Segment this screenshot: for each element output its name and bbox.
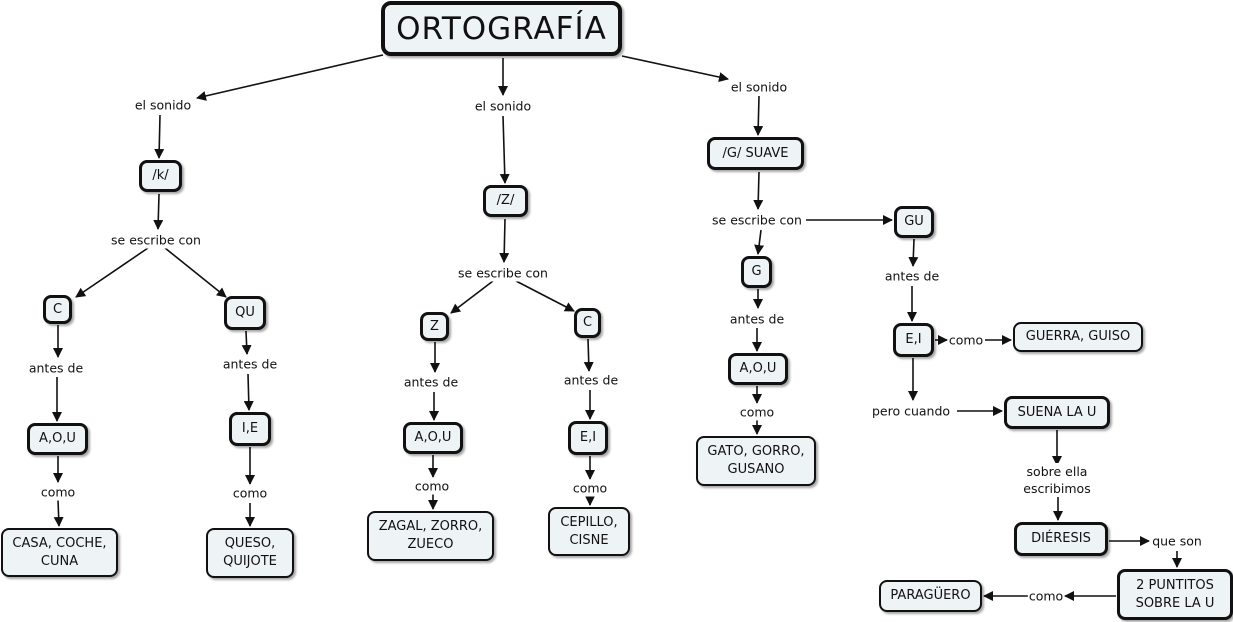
connector-arrow bbox=[154, 114, 165, 159]
concept-node-ex-gato[interactable]: GATO, GORRO, GUSANO bbox=[696, 436, 816, 486]
link-label-escribe2: se escribe con bbox=[457, 264, 549, 282]
link-label-sonido3: el sonido bbox=[729, 78, 789, 96]
connector-arrow bbox=[499, 218, 510, 263]
link-label-como4: como bbox=[571, 479, 609, 497]
link-label-sobre: sobre ella escribimos bbox=[1022, 463, 1092, 497]
concept-node-suena[interactable]: SUENA LA U bbox=[1004, 396, 1110, 429]
link-label-antes4: antes de bbox=[562, 371, 620, 389]
link-label-antes5: antes de bbox=[728, 310, 786, 328]
connector-arrow bbox=[908, 238, 919, 267]
concept-node-ex-casa[interactable]: CASA, COCHE, CUNA bbox=[1, 528, 118, 577]
concept-node-paraguero[interactable]: PARAGÜERO bbox=[879, 580, 982, 612]
connector-arrow bbox=[196, 54, 384, 101]
link-label-escribe1: se escribe con bbox=[110, 231, 202, 249]
link-label-antes1: antes de bbox=[27, 359, 85, 377]
concept-node-c2[interactable]: C bbox=[574, 308, 601, 338]
link-label-como5: como bbox=[738, 403, 776, 421]
link-label-antes3: antes de bbox=[402, 373, 460, 391]
link-label-como2: como bbox=[231, 484, 269, 502]
link-label-pero: pero cuando bbox=[870, 402, 952, 420]
link-label-antes2: antes de bbox=[221, 355, 279, 373]
link-label-como3: como bbox=[413, 477, 451, 495]
connector-arrow bbox=[53, 499, 64, 527]
connector-arrow bbox=[153, 193, 164, 230]
concept-node-ex-queso[interactable]: QUESO, QUIJOTE bbox=[206, 528, 294, 578]
concept-node-qu[interactable]: QU bbox=[224, 296, 266, 330]
connector-arrow bbox=[753, 171, 764, 210]
connector-arrow bbox=[583, 338, 594, 372]
connector-arrow bbox=[164, 247, 227, 298]
link-label-escribe3: se escribe con bbox=[711, 211, 803, 229]
connector-arrow bbox=[241, 330, 252, 355]
link-label-como7: como bbox=[1027, 587, 1065, 605]
concept-node-aou2[interactable]: A,O,U bbox=[403, 422, 463, 454]
concept-node-ei3[interactable]: E,I bbox=[893, 323, 934, 357]
concept-node-ie[interactable]: I,E bbox=[229, 412, 271, 446]
concept-node-gu[interactable]: GU bbox=[894, 206, 934, 238]
concept-node-dieresis[interactable]: DIÉRESIS bbox=[1014, 522, 1108, 556]
concept-node-z-sound[interactable]: /Z/ bbox=[483, 185, 528, 217]
concept-node-ex-zagal[interactable]: ZAGAL, ZORRO, ZUECO bbox=[367, 511, 494, 561]
concept-node-aou1[interactable]: A,O,U bbox=[27, 423, 88, 455]
connector-arrow bbox=[515, 280, 575, 312]
concept-node-ex-cepillo[interactable]: CEPILLO, CISNE bbox=[548, 507, 630, 556]
concept-node-c1[interactable]: C bbox=[43, 295, 72, 324]
link-label-queson: que son bbox=[1151, 532, 1203, 550]
concept-node-g-sound[interactable]: /G/ SUAVE bbox=[707, 137, 804, 170]
concept-node-ei2[interactable]: E,I bbox=[568, 421, 608, 455]
connector-arrow bbox=[753, 95, 764, 136]
concept-node-g[interactable]: G bbox=[741, 256, 772, 288]
concept-node-aou3[interactable]: A,O,U bbox=[728, 353, 788, 385]
connector-arrow bbox=[450, 280, 494, 314]
link-label-sonido2: el sonido bbox=[473, 97, 533, 115]
connector-arrow bbox=[243, 373, 254, 411]
concept-node-k[interactable]: /k/ bbox=[139, 160, 182, 192]
link-label-sonido1: el sonido bbox=[133, 96, 193, 114]
concept-node-ex-guerra[interactable]: GUERRA, GUISO bbox=[1013, 322, 1143, 352]
connector-arrow bbox=[754, 229, 765, 255]
connector-arrow bbox=[621, 55, 729, 82]
connector-arrow bbox=[75, 247, 149, 298]
concept-node-puntitos[interactable]: 2 PUNTITOS SOBRE LA U bbox=[1117, 569, 1233, 620]
connector-arrow bbox=[499, 115, 510, 184]
link-label-antes6: antes de bbox=[883, 267, 941, 285]
link-label-como6: como bbox=[947, 331, 985, 349]
concept-node-title[interactable]: ORTOGRAFÍA bbox=[381, 1, 622, 56]
link-label-como1: como bbox=[39, 483, 77, 501]
concept-node-z[interactable]: Z bbox=[420, 312, 449, 341]
